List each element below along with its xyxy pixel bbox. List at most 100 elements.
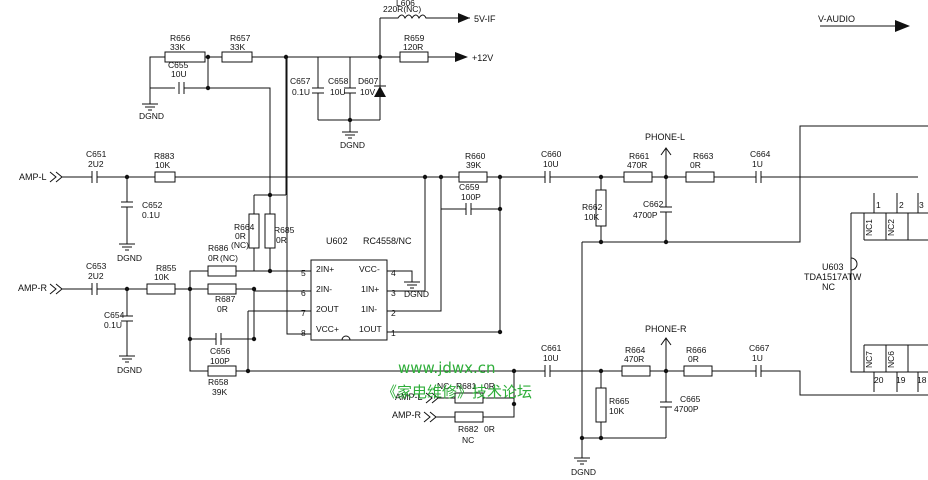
c657-value: 0.1U [292,87,310,97]
u603-pin: 2 [899,200,904,210]
wire [574,457,590,465]
wire [483,404,515,418]
r883-ref: R883 [154,151,175,161]
net-phone-r: PHONE-R [645,324,687,334]
u602-ref: U602 [326,236,348,246]
c659-value: 100P [461,192,481,202]
wire [252,18,381,58]
junction-dot [251,336,257,342]
resistor-r658 [207,365,237,377]
resistor-r687 [207,283,237,295]
wire [440,177,500,215]
u602-pin-num: 2 [391,308,396,318]
dgnd-label: DGND [404,289,429,299]
watermark-url: www.jdwx.cn [398,359,496,377]
u602-pin-num: 1 [391,328,396,338]
resistor-r686 [207,265,237,277]
wire [660,177,672,242]
r681-note: NC [437,381,449,391]
resistor-r659 [399,51,429,63]
connector-amp-l [49,171,63,183]
wire [344,57,356,120]
c665-value: 4700P [674,404,699,414]
ic-u602 [310,259,388,341]
wire [374,85,386,120]
c654-ref: C654 [104,310,125,320]
r682-value: 0R [484,424,495,434]
zener-d607 [374,86,386,97]
wire [380,14,455,19]
r664t-value: 0R [235,231,246,241]
r662-ref: R662 [582,202,603,212]
net-amp-l: AMP-L [19,172,47,182]
c660-ref: C660 [541,149,562,159]
wire [190,289,255,345]
u603-pin: NC1 [864,219,874,236]
r687-ref: R687 [215,294,236,304]
r664t-note: (NC) [231,240,249,250]
r662-value: 10K [584,212,599,222]
connector-amp-r [49,283,63,295]
wire [189,270,254,289]
wire [863,213,928,241]
wire [62,283,147,295]
r661-value: 470R [627,160,647,170]
wire [149,56,165,104]
net-5v-if: 5V-IF [474,14,496,24]
u603-ref: U603 [822,262,844,272]
resistor-r660 [458,171,488,183]
l606-ref: L606 [396,0,415,8]
c656-ref: C656 [210,346,231,356]
wire [540,171,624,183]
u602-pin-name: 2OUT [316,304,339,314]
u603-pin: NC2 [886,219,896,236]
wire [582,125,928,243]
wire [873,193,919,213]
r660-ref: R660 [465,151,486,161]
l606-value: 220R(NC) [383,4,421,14]
r687-value: 0R [217,304,228,314]
r686-ref: R686 [208,243,229,253]
resistor-r663 [685,171,715,183]
c651-ref: C651 [86,149,107,159]
c652-ref: C652 [142,200,163,210]
u602-pin-num: 5 [301,268,306,278]
resistor-r664 [621,365,651,377]
u602-pin-name: VCC- [359,264,380,274]
junction-dot [579,435,585,441]
u602-pin-num: 8 [301,328,306,338]
r883-value: 10K [155,160,170,170]
r658-ref: R658 [208,377,229,387]
inductor-l606: L606 220R(NC) [380,0,455,19]
c659-ref: C659 [459,182,480,192]
wire [387,270,420,289]
c667-value: 1U [752,353,763,363]
u602-pin-name: 1IN- [361,304,377,314]
wire [62,171,155,183]
c660-value: 10U [543,159,559,169]
c667-ref: C667 [749,343,770,353]
wire [150,57,209,94]
dgnd-label: DGND [571,467,596,477]
u602-part: RC4558/NC [363,236,412,246]
r685-value: 0R [276,235,287,245]
watermark-cn: 《家电维修》技术论坛 [382,383,532,401]
r686-note: (NC) [220,253,238,263]
dgnd-label: DGND [139,111,164,121]
r660-value: 39K [466,160,481,170]
wire [253,195,271,271]
c662-value: 4700P [633,210,658,220]
u603-pin: NC7 [864,351,874,368]
net-v-audio: V-AUDIO [818,14,855,24]
c657-ref: C657 [290,76,311,86]
r682-ref: R682 [458,424,479,434]
resistor-r883 [154,171,176,183]
c651-value: 2U2 [88,159,104,169]
resistor-r657 [221,51,253,63]
junction-dot [347,117,353,123]
d607-ref: D607 [358,76,379,86]
c661-ref: C661 [541,343,562,353]
junction-dot [497,329,503,335]
